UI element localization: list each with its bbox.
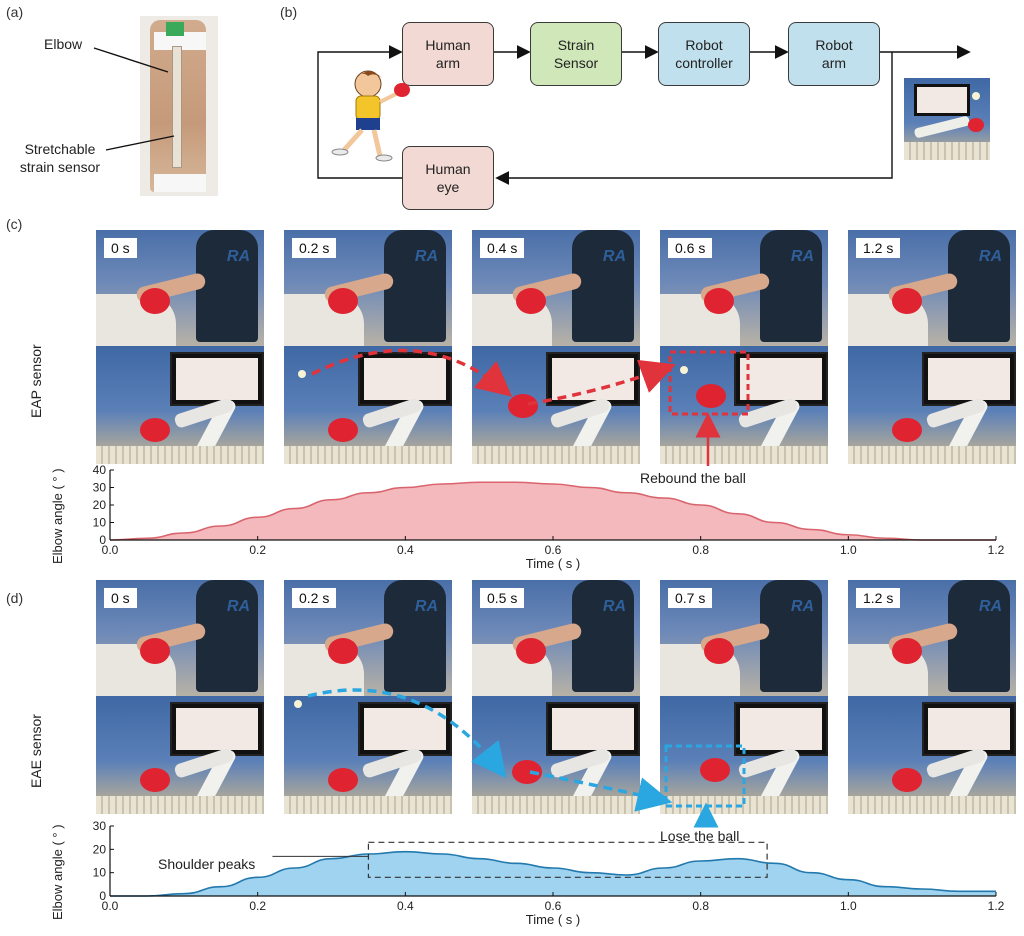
block-strain-sensor-line2: Sensor (553, 55, 599, 71)
sensor-label: Stretchable strain sensor (10, 140, 110, 176)
c-bottom-frame-3 (472, 346, 640, 464)
panel-d-tag: (d) (6, 590, 24, 606)
shoulder-label: Shoulder peaks (158, 856, 256, 872)
shoulder-peaks-box (367, 841, 768, 878)
x-tick-label-1-2: 0.4 (397, 899, 414, 913)
panel-b-tag: (b) (280, 4, 298, 20)
c-time-1: 0 s (104, 238, 137, 258)
series-line-0 (109, 481, 996, 541)
eae-side-label: EAE sensor (28, 714, 44, 788)
c-bottom-frame-5 (848, 346, 1016, 464)
c-ylabel: Elbow angle ( ° ) (50, 468, 65, 564)
x-axis-label-0: Time ( s ) (526, 556, 580, 571)
block-human-eye-line1: Human (425, 161, 471, 177)
x-tick-label-1-1: 0.2 (249, 899, 266, 913)
d-bottom-frame-5 (848, 696, 1016, 814)
y-tick-label-0-1: 10 (93, 516, 107, 530)
leg-photo (140, 16, 218, 196)
x-tick-label-1-5: 1.0 (840, 899, 857, 913)
x-tick-label-1-6: 1.2 (988, 899, 1005, 913)
y-tick-label-0-4: 40 (93, 464, 107, 477)
x-tick-label-0-1: 0.2 (249, 543, 266, 557)
block-human-arm-line2: arm (435, 55, 461, 71)
block-robot-controller-line1: Robot (685, 37, 723, 53)
x-axis-label-1: Time ( s ) (526, 912, 580, 927)
panel-a-leaders (93, 47, 175, 151)
x-tick-label-1-4: 0.8 (692, 899, 709, 913)
block-robot-controller-line2: controller (675, 55, 733, 71)
d-ylabel: Elbow angle ( ° ) (50, 824, 65, 920)
block-human-eye: Human eye (402, 146, 494, 210)
block-robot-arm: Robot arm (788, 22, 880, 86)
c-time-2: 0.2 s (292, 238, 337, 258)
c-time-4: 0.6 s (668, 238, 713, 258)
d-time-5: 1.2 s (856, 588, 901, 608)
series-area-0 (110, 482, 996, 540)
block-robot-controller: Robot controller (658, 22, 750, 86)
c-bottom-frame-4 (660, 346, 828, 464)
x-tick-label-0-2: 0.4 (397, 543, 414, 557)
d-time-3: 0.5 s (480, 588, 525, 608)
panel-a-tag: (a) (6, 4, 24, 20)
y-tick-label-1-0: 0 (99, 889, 106, 903)
x-tick-label-0-5: 1.0 (840, 543, 857, 557)
sensor-label-line2: strain sensor (19, 159, 101, 175)
d-time-2: 0.2 s (292, 588, 337, 608)
y-tick-label-1-1: 10 (93, 866, 107, 880)
cartoon-player-icon (331, 70, 410, 162)
series-area-1 (110, 851, 996, 896)
d-bottom-frame-2 (284, 696, 452, 814)
block-human-arm: Human arm (402, 22, 494, 86)
lose-annotation: Lose the ball (660, 828, 740, 844)
y-tick-label-1-2: 20 (93, 842, 107, 856)
block-robot-arm-line1: Robot (815, 37, 853, 53)
c-time-5: 1.2 s (856, 238, 901, 258)
block-human-eye-line2: eye (436, 179, 460, 195)
x-tick-label-1-0: 0.0 (102, 899, 119, 913)
sensor-label-line1: Stretchable (24, 141, 96, 157)
panel-c-tag: (c) (6, 216, 23, 232)
rebound-annotation: Rebound the ball (640, 470, 746, 486)
c-bottom-frame-2 (284, 346, 452, 464)
elbow-label: Elbow (44, 36, 83, 52)
d-bottom-frame-4 (660, 696, 828, 814)
d-bottom-frame-3 (472, 696, 640, 814)
robot-thumbnail (904, 78, 990, 160)
y-tick-label-0-3: 30 (93, 481, 107, 495)
y-tick-label-0-2: 20 (93, 498, 107, 512)
y-tick-label-0-0: 0 (99, 533, 106, 547)
x-tick-label-1-3: 0.6 (545, 899, 562, 913)
series-line-1 (109, 850, 996, 897)
x-tick-label-0-3: 0.6 (545, 543, 562, 557)
c-bottom-frame-1 (96, 346, 264, 464)
y-tick-label-1-3: 30 (93, 820, 107, 833)
block-robot-arm-line2: arm (821, 55, 847, 71)
x-tick-label-0-4: 0.8 (692, 543, 709, 557)
d-bottom-frame-1 (96, 696, 264, 814)
x-tick-label-0-6: 1.2 (988, 543, 1005, 557)
x-tick-label-0-0: 0.0 (102, 543, 119, 557)
d-time-4: 0.7 s (668, 588, 713, 608)
block-human-arm-line1: Human (425, 37, 471, 53)
eap-side-label: EAP sensor (28, 344, 44, 418)
c-time-3: 0.4 s (480, 238, 525, 258)
d-time-1: 0 s (104, 588, 137, 608)
block-strain-sensor-line1: Strain (557, 37, 595, 53)
